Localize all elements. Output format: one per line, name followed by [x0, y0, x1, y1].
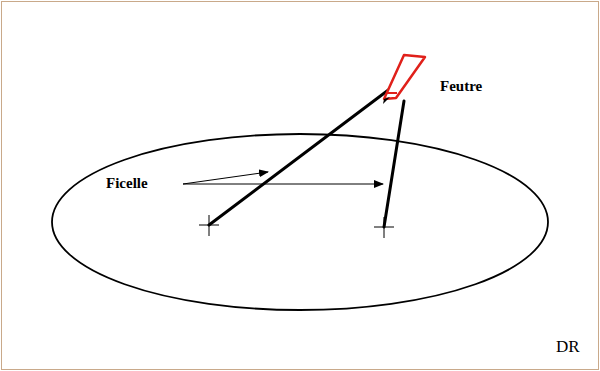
string-label: Ficelle — [106, 176, 148, 191]
leader-arrow — [183, 172, 383, 184]
focus-cross — [199, 215, 394, 238]
credit-watermark: DR — [556, 338, 580, 355]
string — [209, 85, 404, 227]
pen-label: Feutre — [440, 79, 482, 94]
ellipse-outline — [52, 134, 548, 310]
pen — [383, 55, 425, 104]
